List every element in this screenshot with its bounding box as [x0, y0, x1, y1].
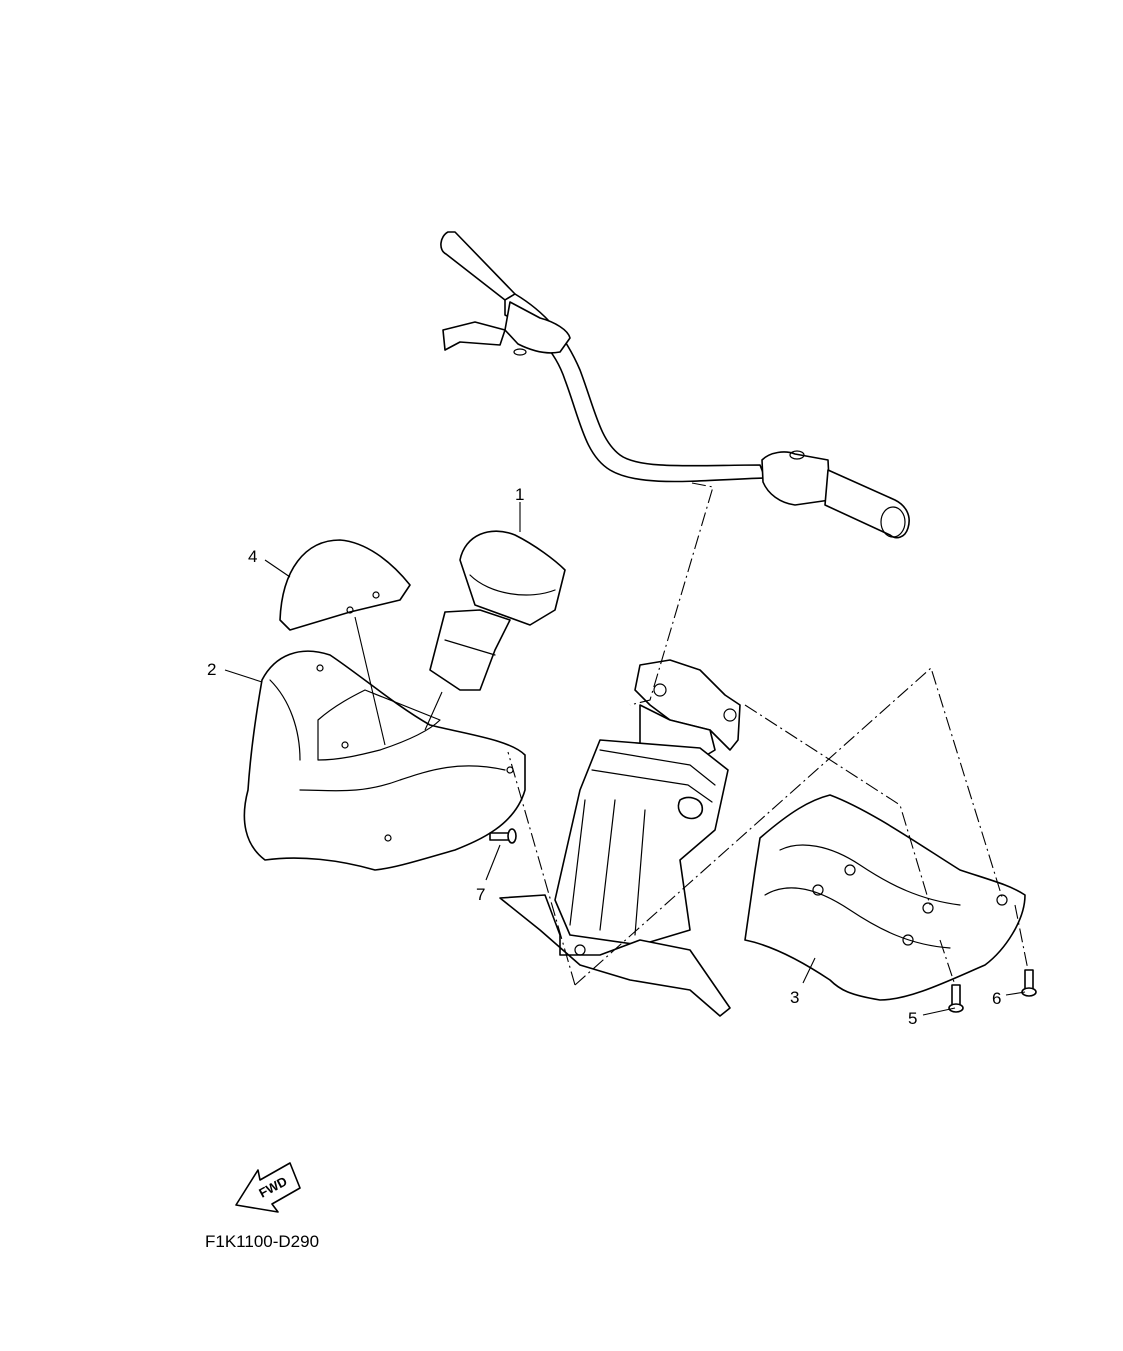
- callout-3: 3: [790, 988, 799, 1007]
- steering-column-bracket: [499, 659, 741, 1017]
- figure-code: F1K1100-D290: [205, 1232, 319, 1251]
- part-1-meter-cover: [429, 530, 566, 691]
- handlebar-assembly: [440, 231, 910, 539]
- callout-1: 1: [515, 485, 524, 504]
- callout-4: 4: [248, 547, 257, 566]
- part-3-lower-cover: [744, 794, 1026, 1001]
- screw-part-6: [1021, 969, 1037, 997]
- callout-leaders: [224, 502, 1026, 1016]
- callout-2: 2: [207, 660, 216, 679]
- assembly-lines: [354, 482, 1029, 986]
- screw-part-7: [489, 828, 517, 844]
- callout-5: 5: [908, 1009, 917, 1028]
- callout-7: 7: [476, 885, 485, 904]
- part-4-top-cover: [279, 539, 411, 631]
- fwd-arrow-icon: FWD: [235, 1162, 301, 1213]
- callout-6: 6: [992, 989, 1001, 1008]
- screw-part-5: [948, 984, 964, 1013]
